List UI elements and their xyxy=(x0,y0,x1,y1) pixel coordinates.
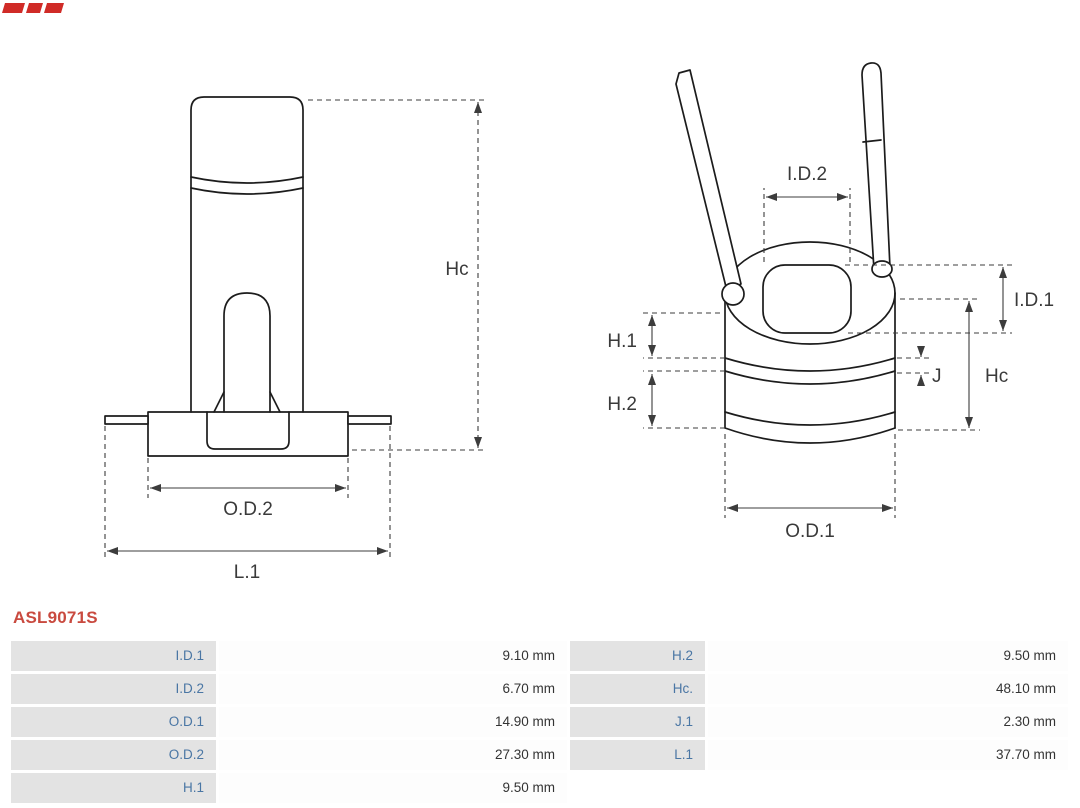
spec-label: O.D.2 xyxy=(11,740,216,770)
spec-label: I.D.1 xyxy=(11,641,216,671)
label-h1: H.1 xyxy=(607,331,637,352)
spec-value: 2.30 mm xyxy=(708,707,1068,737)
spec-value: 6.70 mm xyxy=(219,674,567,704)
dimension-id1: I.D.1 xyxy=(845,264,1054,334)
dimension-h2: H.2 xyxy=(607,370,725,429)
technical-drawing: Hc O.D.2 L.1 xyxy=(104,62,1054,583)
spec-empty-cell xyxy=(570,773,705,803)
spec-value: 9.10 mm xyxy=(219,641,567,671)
spec-label: H.2 xyxy=(570,641,705,671)
spec-label: I.D.2 xyxy=(11,674,216,704)
dimension-od1: O.D.1 xyxy=(724,434,896,542)
spec-value: 9.50 mm xyxy=(708,641,1068,671)
dimension-hc-right: Hc xyxy=(898,298,1008,431)
part-body-outline xyxy=(190,96,304,413)
dimension-hc-left: Hc xyxy=(308,99,486,451)
label-id2: I.D.2 xyxy=(787,164,827,185)
spec-label: L.1 xyxy=(570,740,705,770)
label-od1: O.D.1 xyxy=(785,521,835,542)
side-view-drawing xyxy=(104,96,392,457)
as-pl-logo-fragment xyxy=(2,0,64,13)
label-h2: H.2 xyxy=(607,394,637,415)
right-tab xyxy=(347,415,392,425)
spec-value: 14.90 mm xyxy=(219,707,567,737)
label-j: J xyxy=(932,366,942,387)
terminal-left xyxy=(675,69,742,292)
spec-value: 37.70 mm xyxy=(708,740,1068,770)
dimension-l1: L.1 xyxy=(104,426,391,583)
base-flange xyxy=(147,411,349,457)
spec-label: J.1 xyxy=(570,707,705,737)
spec-value: 9.50 mm xyxy=(219,773,567,803)
spec-label: Hc. xyxy=(570,674,705,704)
terminal-right-pad xyxy=(871,260,893,278)
dimension-h1: H.1 xyxy=(607,312,725,359)
dimension-id2: I.D.2 xyxy=(763,164,851,262)
dimension-od2: O.D.2 xyxy=(147,458,349,520)
dimension-j: J xyxy=(897,346,942,387)
label-hc-left: Hc xyxy=(445,259,468,280)
spec-label: H.1 xyxy=(11,773,216,803)
spec-value: 27.30 mm xyxy=(219,740,567,770)
perspective-view-drawing xyxy=(675,62,896,444)
inner-bore xyxy=(762,264,852,334)
spec-table: I.D.1 9.10 mm H.2 9.50 mm I.D.2 6.70 mm … xyxy=(11,641,1068,803)
spec-empty-cell xyxy=(708,773,1068,803)
terminal-left-pad xyxy=(721,282,745,306)
inner-slot xyxy=(223,292,271,413)
terminal-right xyxy=(861,62,891,271)
label-hc-right: Hc xyxy=(985,366,1008,387)
left-tab xyxy=(104,415,149,425)
cylinder-top-rim xyxy=(724,241,896,345)
spec-label: O.D.1 xyxy=(11,707,216,737)
label-id1: I.D.1 xyxy=(1014,290,1054,311)
label-l1: L.1 xyxy=(234,562,260,583)
logo-red-shape xyxy=(2,3,64,13)
label-od2: O.D.2 xyxy=(223,499,273,520)
part-number: ASL9071S xyxy=(13,608,98,627)
spec-value: 48.10 mm xyxy=(708,674,1068,704)
